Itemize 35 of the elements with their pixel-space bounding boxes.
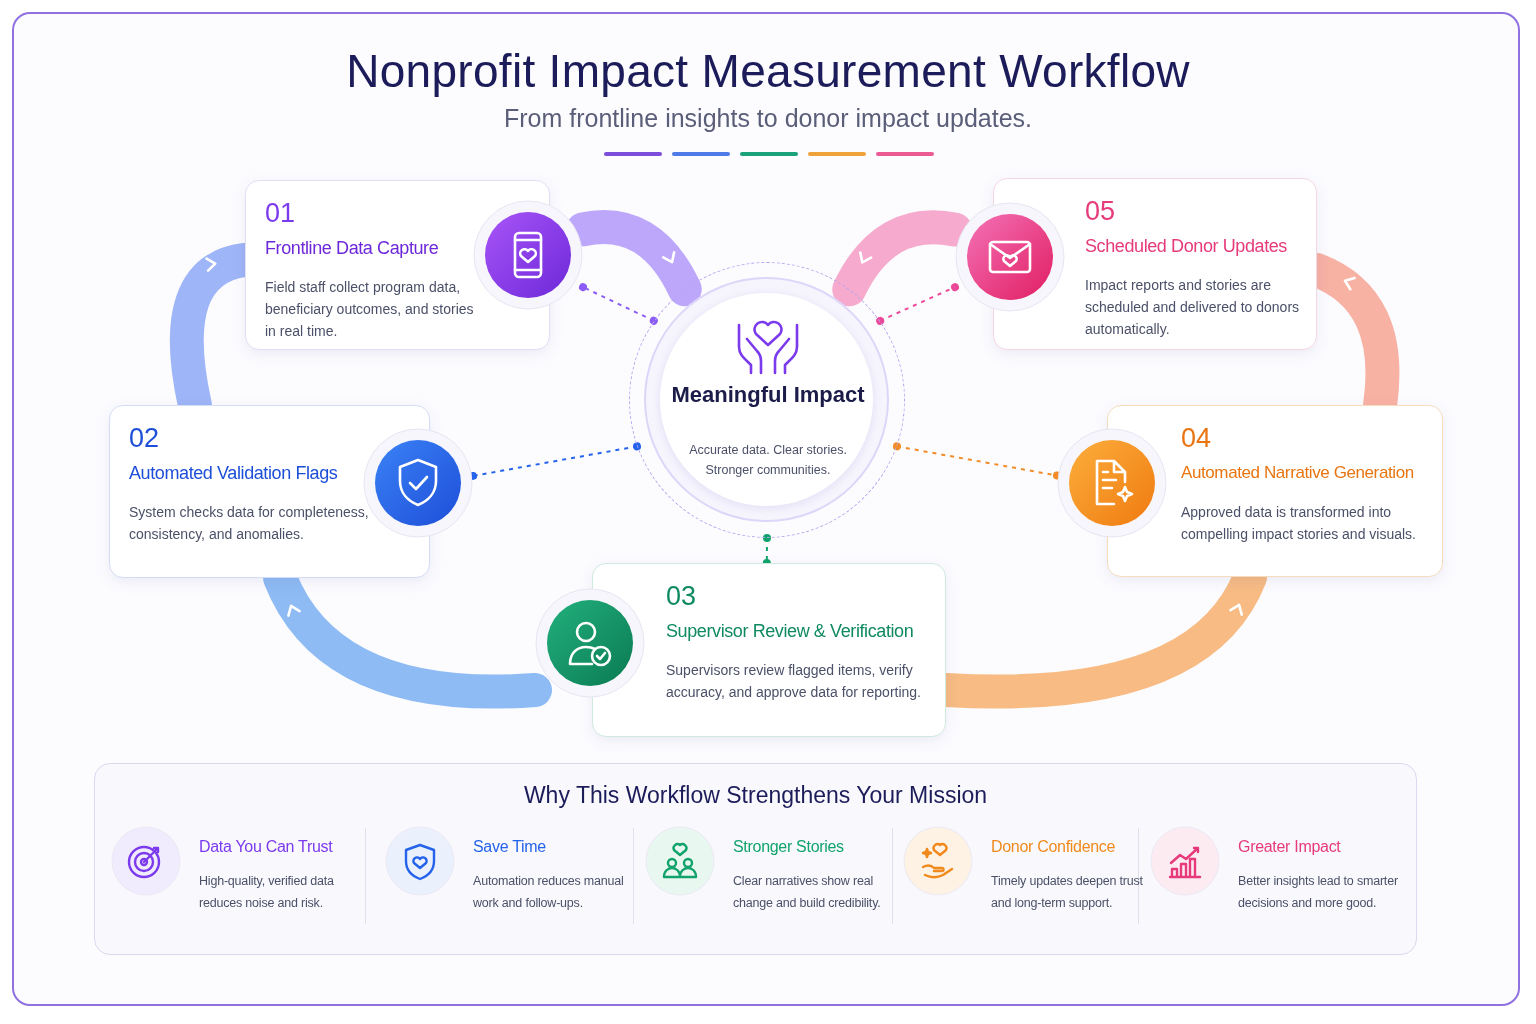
benefit-description: Automation reduces manual work and follow-ups. bbox=[473, 873, 625, 912]
center-heading: Meaningful Impact bbox=[670, 381, 866, 408]
benefit-description: Clear narratives show real change and build credibility. bbox=[733, 873, 882, 912]
panel-heading: Why This Workflow Strengthens Your Mission bbox=[522, 782, 989, 809]
step-description: Field staff collect program data, beneficiary outcomes, and stories in real time. bbox=[265, 278, 475, 341]
step-title: Scheduled Donor Updates bbox=[1085, 236, 1288, 257]
benefit-description: Timely updates deepen trust and long-term support. bbox=[991, 873, 1144, 912]
benefit-description: Better insights lead to smarter decisions and more good. bbox=[1238, 873, 1399, 912]
diagram-title: Nonprofit Impact Measurement Workflow bbox=[345, 44, 1191, 98]
step-title: Automated Validation Flags bbox=[129, 463, 339, 484]
step-description: Impact reports and stories are scheduled and delivered to donors automatically. bbox=[1085, 276, 1301, 339]
step-description: Approved data is transformed into compelling impact stories and visuals. bbox=[1181, 503, 1417, 544]
step-description: System checks data for completeness, consistency, and anomalies. bbox=[129, 503, 369, 544]
benefit-title: Donor Confidence bbox=[991, 838, 1116, 856]
step-number: 01 bbox=[265, 198, 296, 229]
step-title: Supervisor Review & Verification bbox=[666, 621, 915, 642]
center-tagline: Accurate data. Clear stories. Stronger communities. bbox=[688, 442, 848, 479]
step-title: Frontline Data Capture bbox=[265, 238, 440, 259]
step-number: 02 bbox=[129, 423, 160, 454]
step-number: 05 bbox=[1085, 196, 1116, 227]
dotted-connector bbox=[579, 283, 658, 325]
dotted-connector bbox=[469, 442, 641, 480]
subtitle: From frontline insights to donor impact updates. bbox=[502, 104, 1033, 133]
step-description: Supervisors review flagged items, verify accuracy, and approve data for reporting. bbox=[666, 661, 922, 702]
benefit-title: Greater Impact bbox=[1238, 838, 1341, 856]
dotted-connector bbox=[893, 442, 1061, 480]
step-number: 04 bbox=[1181, 423, 1212, 454]
benefit-title: Stronger Stories bbox=[733, 838, 844, 856]
benefit-title: Save Time bbox=[473, 838, 546, 856]
benefits-panel bbox=[94, 763, 1417, 955]
dotted-connector bbox=[876, 283, 959, 325]
benefit-description: High-quality, verified data reduces noise and risk. bbox=[199, 873, 335, 912]
step-title: Automated Narrative Generation bbox=[1181, 463, 1415, 483]
benefit-title: Data You Can Trust bbox=[199, 838, 333, 856]
step-number: 03 bbox=[666, 581, 697, 612]
